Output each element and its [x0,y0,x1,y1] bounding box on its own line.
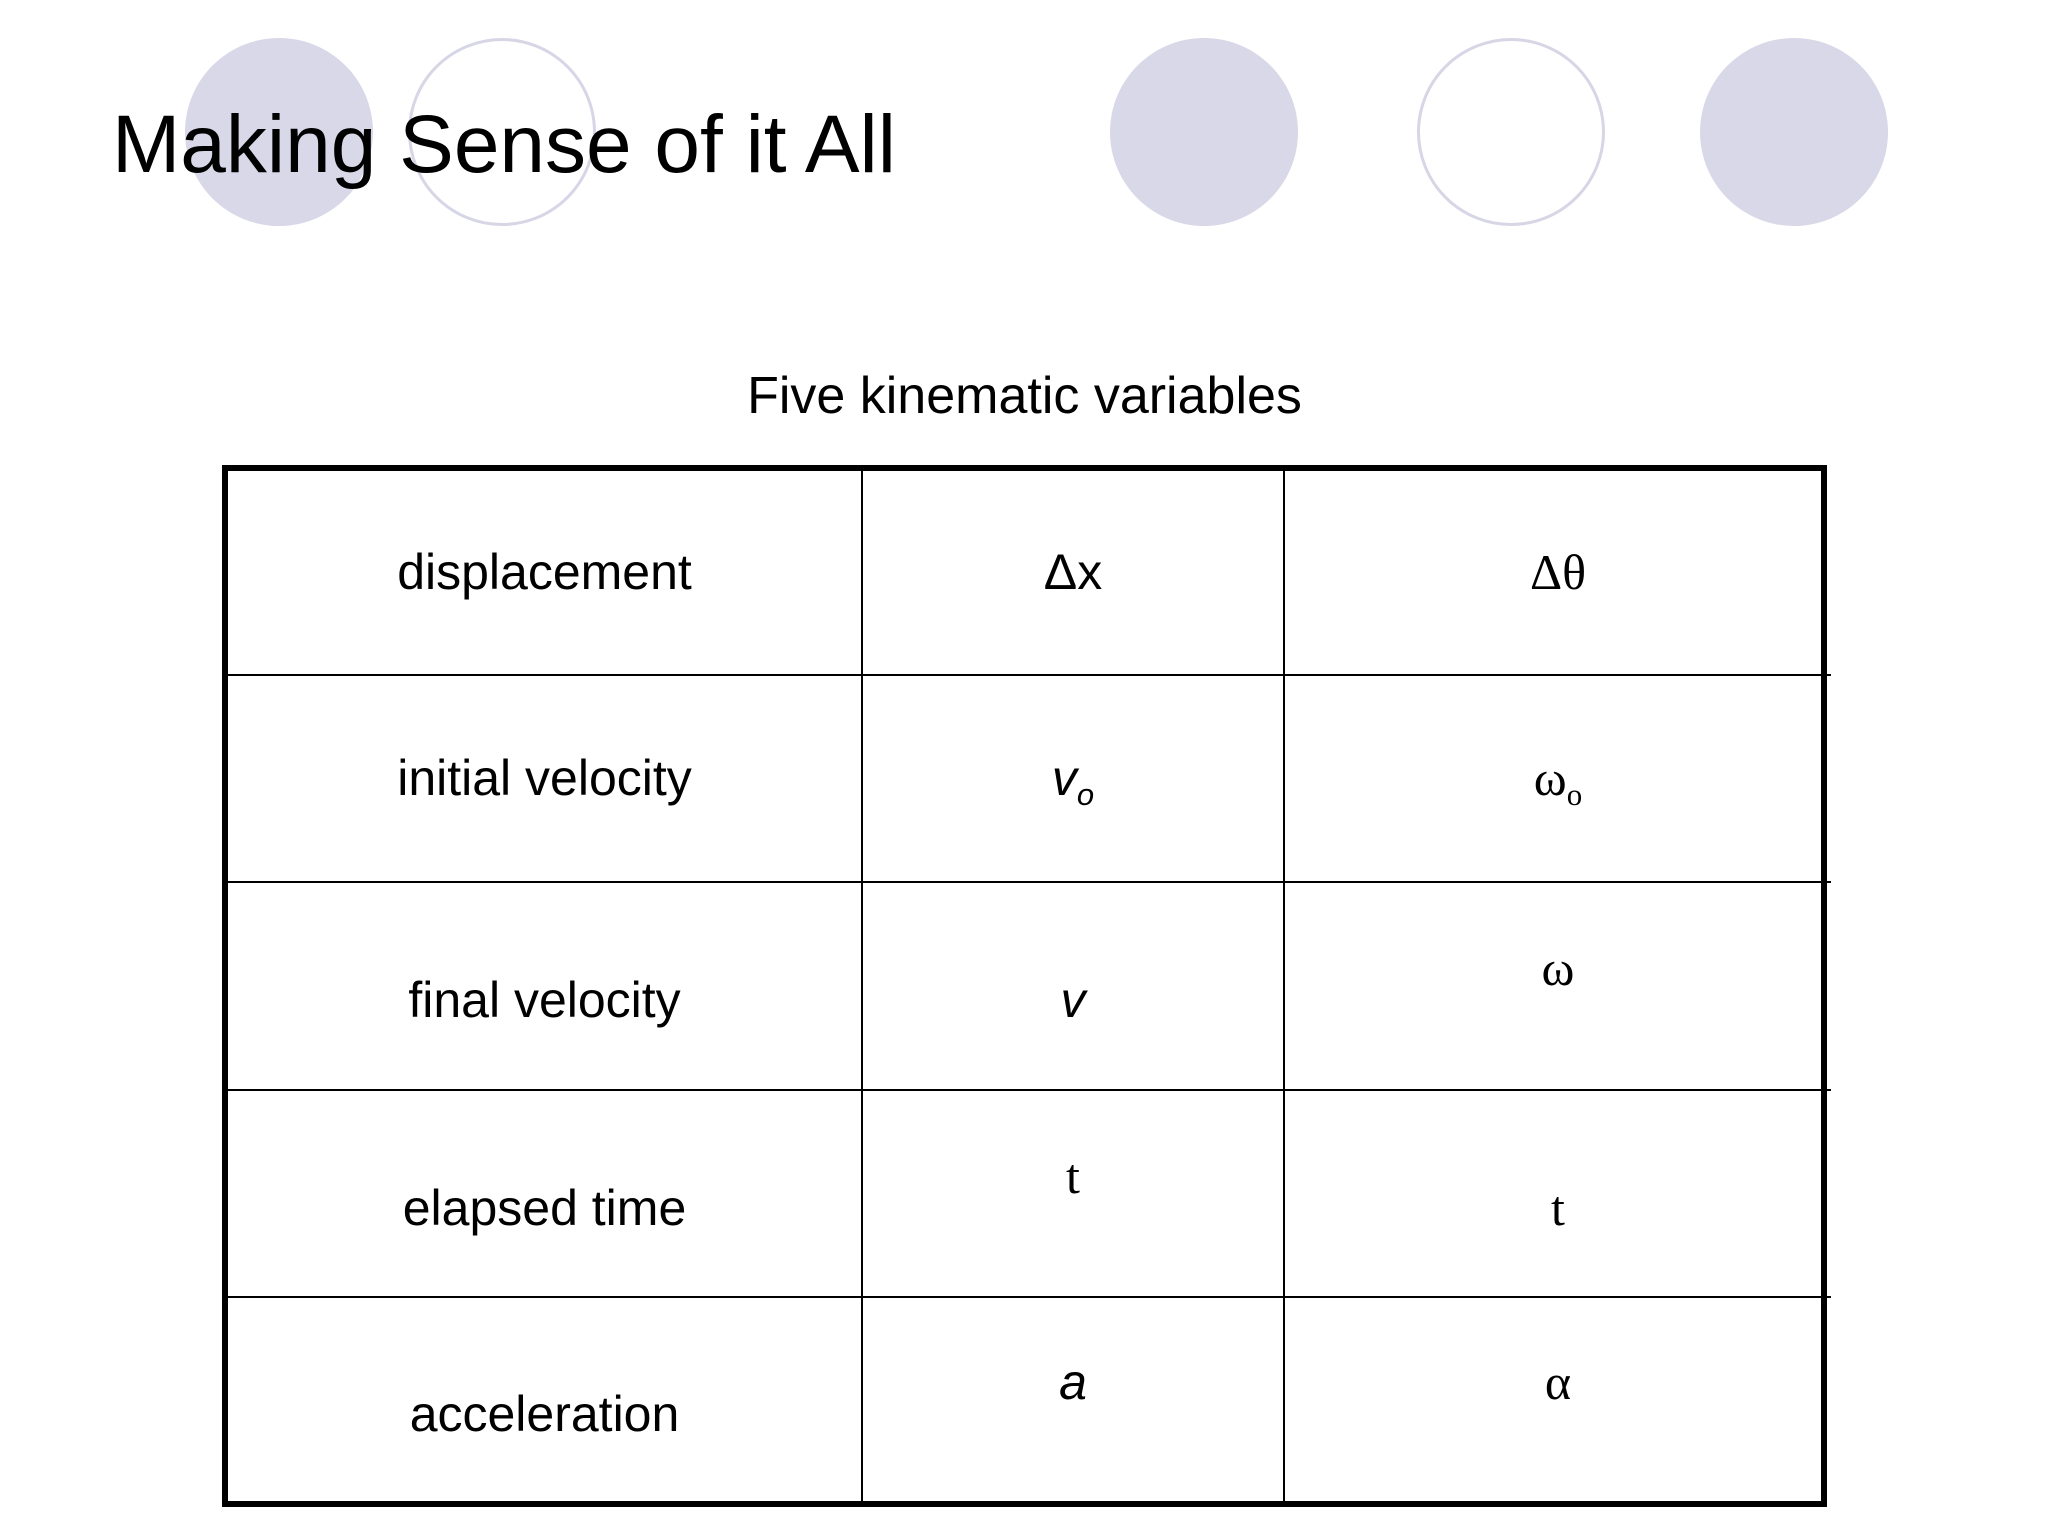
cell-linear-final-velocity: v [861,881,1285,1091]
table-row: initial velocity vo ωo [228,673,1831,884]
symbol-rotational-displacement: Δθ [1529,544,1587,601]
cell-rotational-final-velocity: ω [1283,881,1831,1091]
cell-rotational-initial-velocity: ωo [1283,673,1831,884]
table-row: displacement Δx Δθ [228,471,1831,676]
cell-rotational-elapsed-time: t [1283,1088,1831,1299]
symbol-rotational-acceleration: α [1544,1353,1572,1410]
symbol-rotational-initial-velocity: ω [1533,750,1567,807]
symbol-rotational-elapsed-time: t [1551,1179,1565,1236]
table-row: elapsed time t t [228,1088,1831,1299]
table-caption: Five kinematic variables [747,367,1302,425]
table-row: acceleration a α [228,1296,1831,1501]
symbol-linear-initial-velocity: v [1051,750,1077,807]
deco-circle-4-outline [1417,38,1605,226]
symbol-linear-final-velocity: v [1060,971,1086,1028]
table-row: final velocity v ω [228,881,1831,1091]
deco-circle-5-filled [1700,38,1888,226]
subscript-linear-initial-velocity: o [1076,776,1095,812]
label-final-velocity: final velocity [408,971,681,1028]
symbol-linear-elapsed-time: t [1066,1147,1080,1204]
cell-quantity-elapsed-time: elapsed time [228,1088,863,1299]
symbol-linear-displacement: Δx [1043,544,1103,601]
cell-quantity-displacement: displacement [228,471,863,676]
label-acceleration: acceleration [409,1385,680,1442]
symbol-linear-acceleration: a [1059,1353,1087,1410]
kinematic-variables-table: displacement Δx Δθ initial velocity vo ω… [222,465,1831,1507]
deco-circle-3-filled [1110,38,1298,226]
cell-linear-displacement: Δx [861,471,1285,676]
cell-linear-initial-velocity: vo [861,673,1285,884]
cell-rotational-displacement: Δθ [1283,471,1831,676]
subscript-rotational-initial-velocity: o [1566,776,1583,812]
cell-linear-elapsed-time: t [861,1088,1285,1299]
cell-linear-acceleration: a [861,1296,1285,1501]
cell-rotational-acceleration: α [1283,1296,1831,1501]
cell-quantity-final-velocity: final velocity [228,881,863,1091]
symbol-rotational-final-velocity: ω [1541,939,1575,996]
slide-title: Making Sense of it All [112,99,896,190]
cell-quantity-acceleration: acceleration [228,1296,863,1501]
cell-quantity-initial-velocity: initial velocity [228,673,863,884]
label-elapsed-time: elapsed time [402,1179,687,1236]
